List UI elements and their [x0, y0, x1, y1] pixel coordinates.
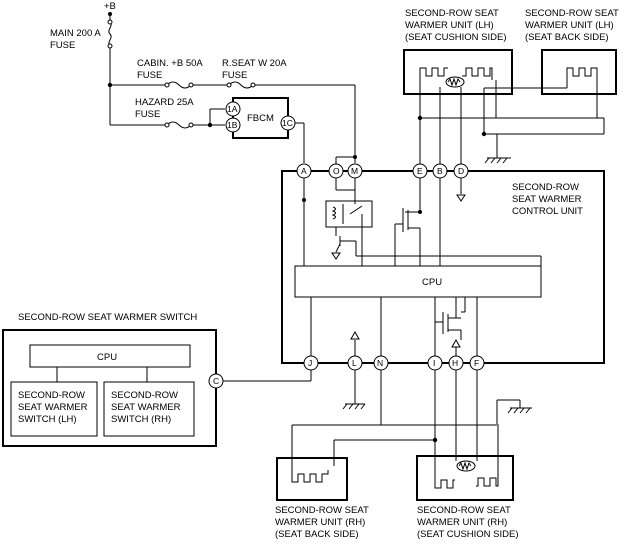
switch-rh	[103, 381, 195, 437]
hazard-fuse-symbol	[166, 121, 192, 129]
ground-arrow-d	[456, 194, 466, 202]
switch-cpu	[29, 344, 191, 368]
relay-box	[325, 200, 373, 228]
heater-element-rh-cushion-1	[434, 440, 455, 489]
main-fuse-symbol	[108, 21, 112, 47]
battery-label: +B	[104, 1, 116, 12]
fbcm-pin-1a	[225, 101, 241, 117]
svg-text:1C: 1C	[282, 118, 293, 128]
fbcm-pin-1b	[225, 117, 241, 133]
svg-text:J: J	[308, 358, 312, 368]
relay-switch	[349, 205, 363, 215]
svg-text:C: C	[213, 376, 219, 386]
ground-ln	[342, 370, 382, 425]
switch-lh	[10, 381, 98, 437]
seat-warmer-switch: SECOND-ROW SEAT WARMER SWITCH CPU SECOND…	[2, 312, 312, 447]
control-unit-cpu	[294, 265, 542, 298]
svg-text:B: B	[437, 166, 443, 176]
svg-text:M: M	[351, 166, 358, 176]
svg-text:L: L	[352, 358, 357, 368]
heater-element-lh-back	[566, 67, 598, 80]
svg-text:E: E	[417, 166, 423, 176]
svg-text:D: D	[458, 166, 464, 176]
svg-text:A: A	[301, 166, 307, 176]
heater-element-rh-back	[291, 470, 329, 483]
svg-text:N: N	[377, 358, 383, 368]
heater-element-lh-cushion-1	[419, 67, 448, 80]
switch-title: SECOND-ROW SEAT WARMER SWITCH	[18, 312, 197, 323]
rseat-fuse-symbol	[228, 81, 254, 89]
svg-text:F: F	[474, 358, 479, 368]
svg-text:1B: 1B	[227, 120, 238, 130]
svg-text:H: H	[452, 358, 458, 368]
heater-element-rh-cushion-2	[476, 424, 499, 487]
cabin-fuse-symbol	[166, 81, 192, 89]
svg-text:O: O	[333, 166, 340, 176]
svg-text:1A: 1A	[227, 104, 238, 114]
control-unit-cpu-label: CPU	[422, 277, 442, 288]
ground-arrow-1	[331, 252, 341, 260]
fbcm-module: FBCM 1A 1B 1C	[225, 97, 305, 163]
fbcm-label: FBCM	[247, 113, 274, 124]
svg-text:I: I	[433, 358, 435, 368]
relay-coil	[331, 206, 336, 220]
switch-cpu-label: CPU	[97, 352, 117, 363]
supply-arrow-l	[350, 330, 360, 340]
heater-element-lh-cushion-2	[462, 67, 493, 80]
warmer-rh-back-box	[276, 457, 348, 501]
